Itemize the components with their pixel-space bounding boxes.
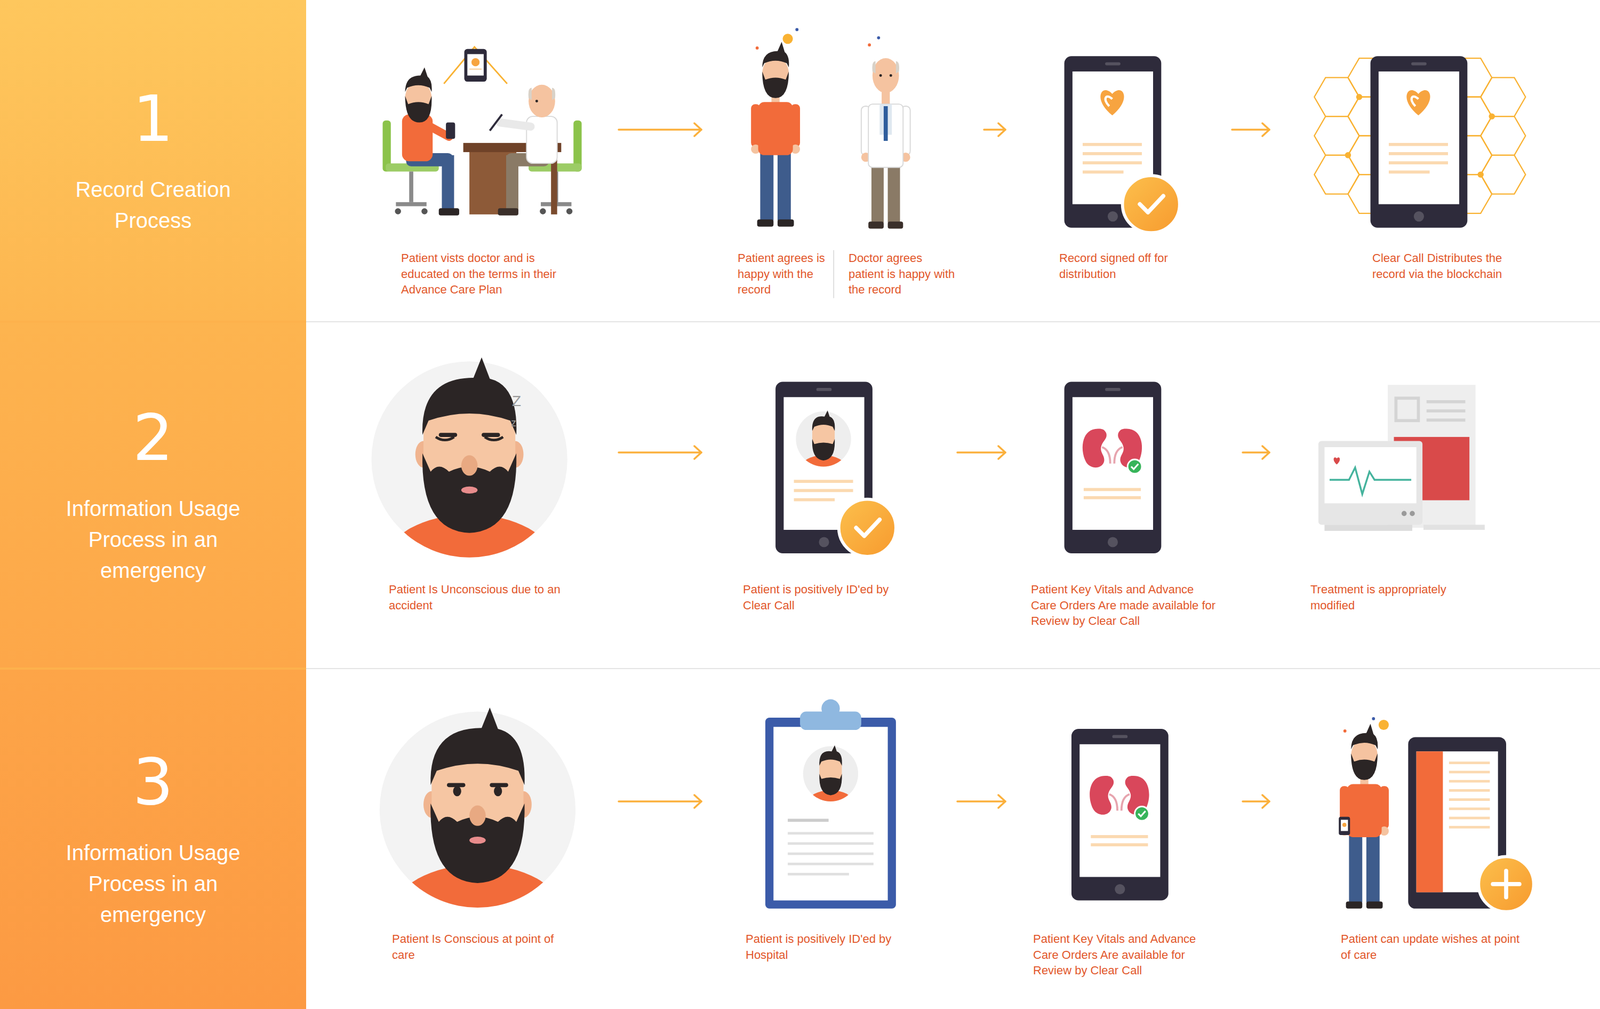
blockchain-phone	[1314, 56, 1526, 228]
unconscious-patient	[371, 357, 567, 609]
sleep-mark: z	[510, 417, 517, 428]
caption-row: Patient Is Conscious at point of care	[373, 930, 598, 963]
step-caption: Patient agrees is happy with the record	[737, 250, 834, 298]
process-step: Patient is positively ID'ed by Hospital	[722, 701, 936, 963]
step-number: 2	[132, 404, 174, 472]
pictures	[371, 28, 1534, 959]
flow-arrow	[984, 128, 1006, 131]
process-step: Clear Call Distributes the record via th…	[1290, 41, 1542, 282]
process-step: Patient Key Vitals and Advance Care Orde…	[1026, 362, 1222, 629]
step-caption: Treatment is appropriately modified	[1310, 581, 1471, 613]
caption-row: Patient vists doctor and is educated on …	[373, 250, 598, 298]
flow-arrow	[618, 451, 702, 454]
monitor	[1318, 384, 1485, 531]
step-caption: Patient Key Vitals and Advance Care Orde…	[1033, 930, 1220, 979]
process-step: Patient can update wishes at point of ca…	[1290, 701, 1542, 963]
flow-arrow	[618, 800, 702, 803]
process-step: Patient agrees is happy with the record D…	[722, 41, 963, 298]
step-number: 3	[132, 748, 174, 816]
update-wishes	[1338, 716, 1534, 911]
band-title: Information Usage Process in an emergenc…	[41, 836, 266, 930]
left-column	[0, 0, 307, 1009]
process-step: Patient Is Conscious at point of care	[373, 701, 598, 963]
process-step: Treatment is appropriately modified	[1290, 362, 1542, 613]
caption-row: Patient Is Unconscious due to an acciden…	[373, 581, 598, 613]
caption-row: Patient Key Vitals and Advance Care Orde…	[1026, 581, 1222, 629]
caption-row: Patient Key Vitals and Advance Care Orde…	[1026, 930, 1222, 979]
flow-arrow	[1232, 128, 1270, 131]
step-caption: Patient is positively ID'ed by Clear Cal…	[742, 581, 914, 613]
process-step: Patient vists doctor and is educated on …	[373, 41, 598, 298]
process-step: Patient Is Unconscious due to an acciden…	[373, 362, 598, 613]
row-dividers	[306, 321, 1600, 669]
caption-row: Patient is positively ID'ed by Clear Cal…	[722, 581, 936, 613]
caption-row: Clear Call Distributes the record via th…	[1290, 250, 1542, 282]
step-caption: Clear Call Distributes the record via th…	[1372, 250, 1511, 282]
step-number: 1	[132, 85, 174, 153]
caption-row: Patient is positively ID'ed by Hospital	[722, 930, 936, 963]
id-phone	[775, 381, 896, 557]
sleep-mark: Z	[512, 393, 522, 409]
band-title: Information Usage Process in an emergenc…	[41, 492, 266, 586]
signed-record-phone	[1064, 56, 1180, 233]
consultation-scene	[382, 46, 582, 216]
caption-row: Record signed off for distribution	[1026, 250, 1211, 282]
flow-arrow	[1242, 800, 1270, 803]
process-band: 2Information Usage Process in an emergen…	[0, 322, 307, 668]
process-step: Patient is positively ID'ed by Clear Cal…	[722, 362, 936, 613]
step-caption: Record signed off for distribution	[1059, 250, 1177, 282]
flow-arrow	[618, 128, 702, 131]
step-caption: Doctor agrees patient is happy with the …	[848, 250, 956, 298]
step-caption: Patient Is Conscious at point of care	[392, 930, 574, 963]
step-caption: Patient is positively ID'ed by Hospital	[745, 930, 917, 963]
process-step: Patient Key Vitals and Advance Care Orde…	[1026, 701, 1222, 979]
caption-row: Patient agrees is happy with the record D…	[722, 250, 963, 298]
flow-arrow	[957, 451, 1006, 454]
step-caption: Patient Key Vitals and Advance Care Orde…	[1030, 581, 1219, 629]
vitals-phone	[1064, 381, 1162, 554]
step-caption: Patient can update wishes at point of ca…	[1340, 930, 1523, 963]
caption-row: Patient can update wishes at point of ca…	[1290, 930, 1542, 963]
step-caption: Patient Is Unconscious due to an acciden…	[388, 581, 571, 613]
flow-arrow	[957, 800, 1006, 803]
conscious-patient	[379, 707, 576, 959]
band-title: Record Creation Process	[41, 173, 266, 236]
flow-arrow	[1242, 451, 1270, 454]
process-band: 1Record Creation Process	[0, 0, 307, 321]
step-caption: Patient vists doctor and is educated on …	[401, 250, 583, 298]
caption-row: Treatment is appropriately modified	[1290, 581, 1542, 613]
vitals-phone	[1071, 728, 1169, 900]
process-band: 3Information Usage Process in an emergen…	[0, 669, 307, 1009]
hospital-clipboard	[765, 699, 896, 909]
process-step: Record signed off for distribution	[1026, 41, 1211, 282]
